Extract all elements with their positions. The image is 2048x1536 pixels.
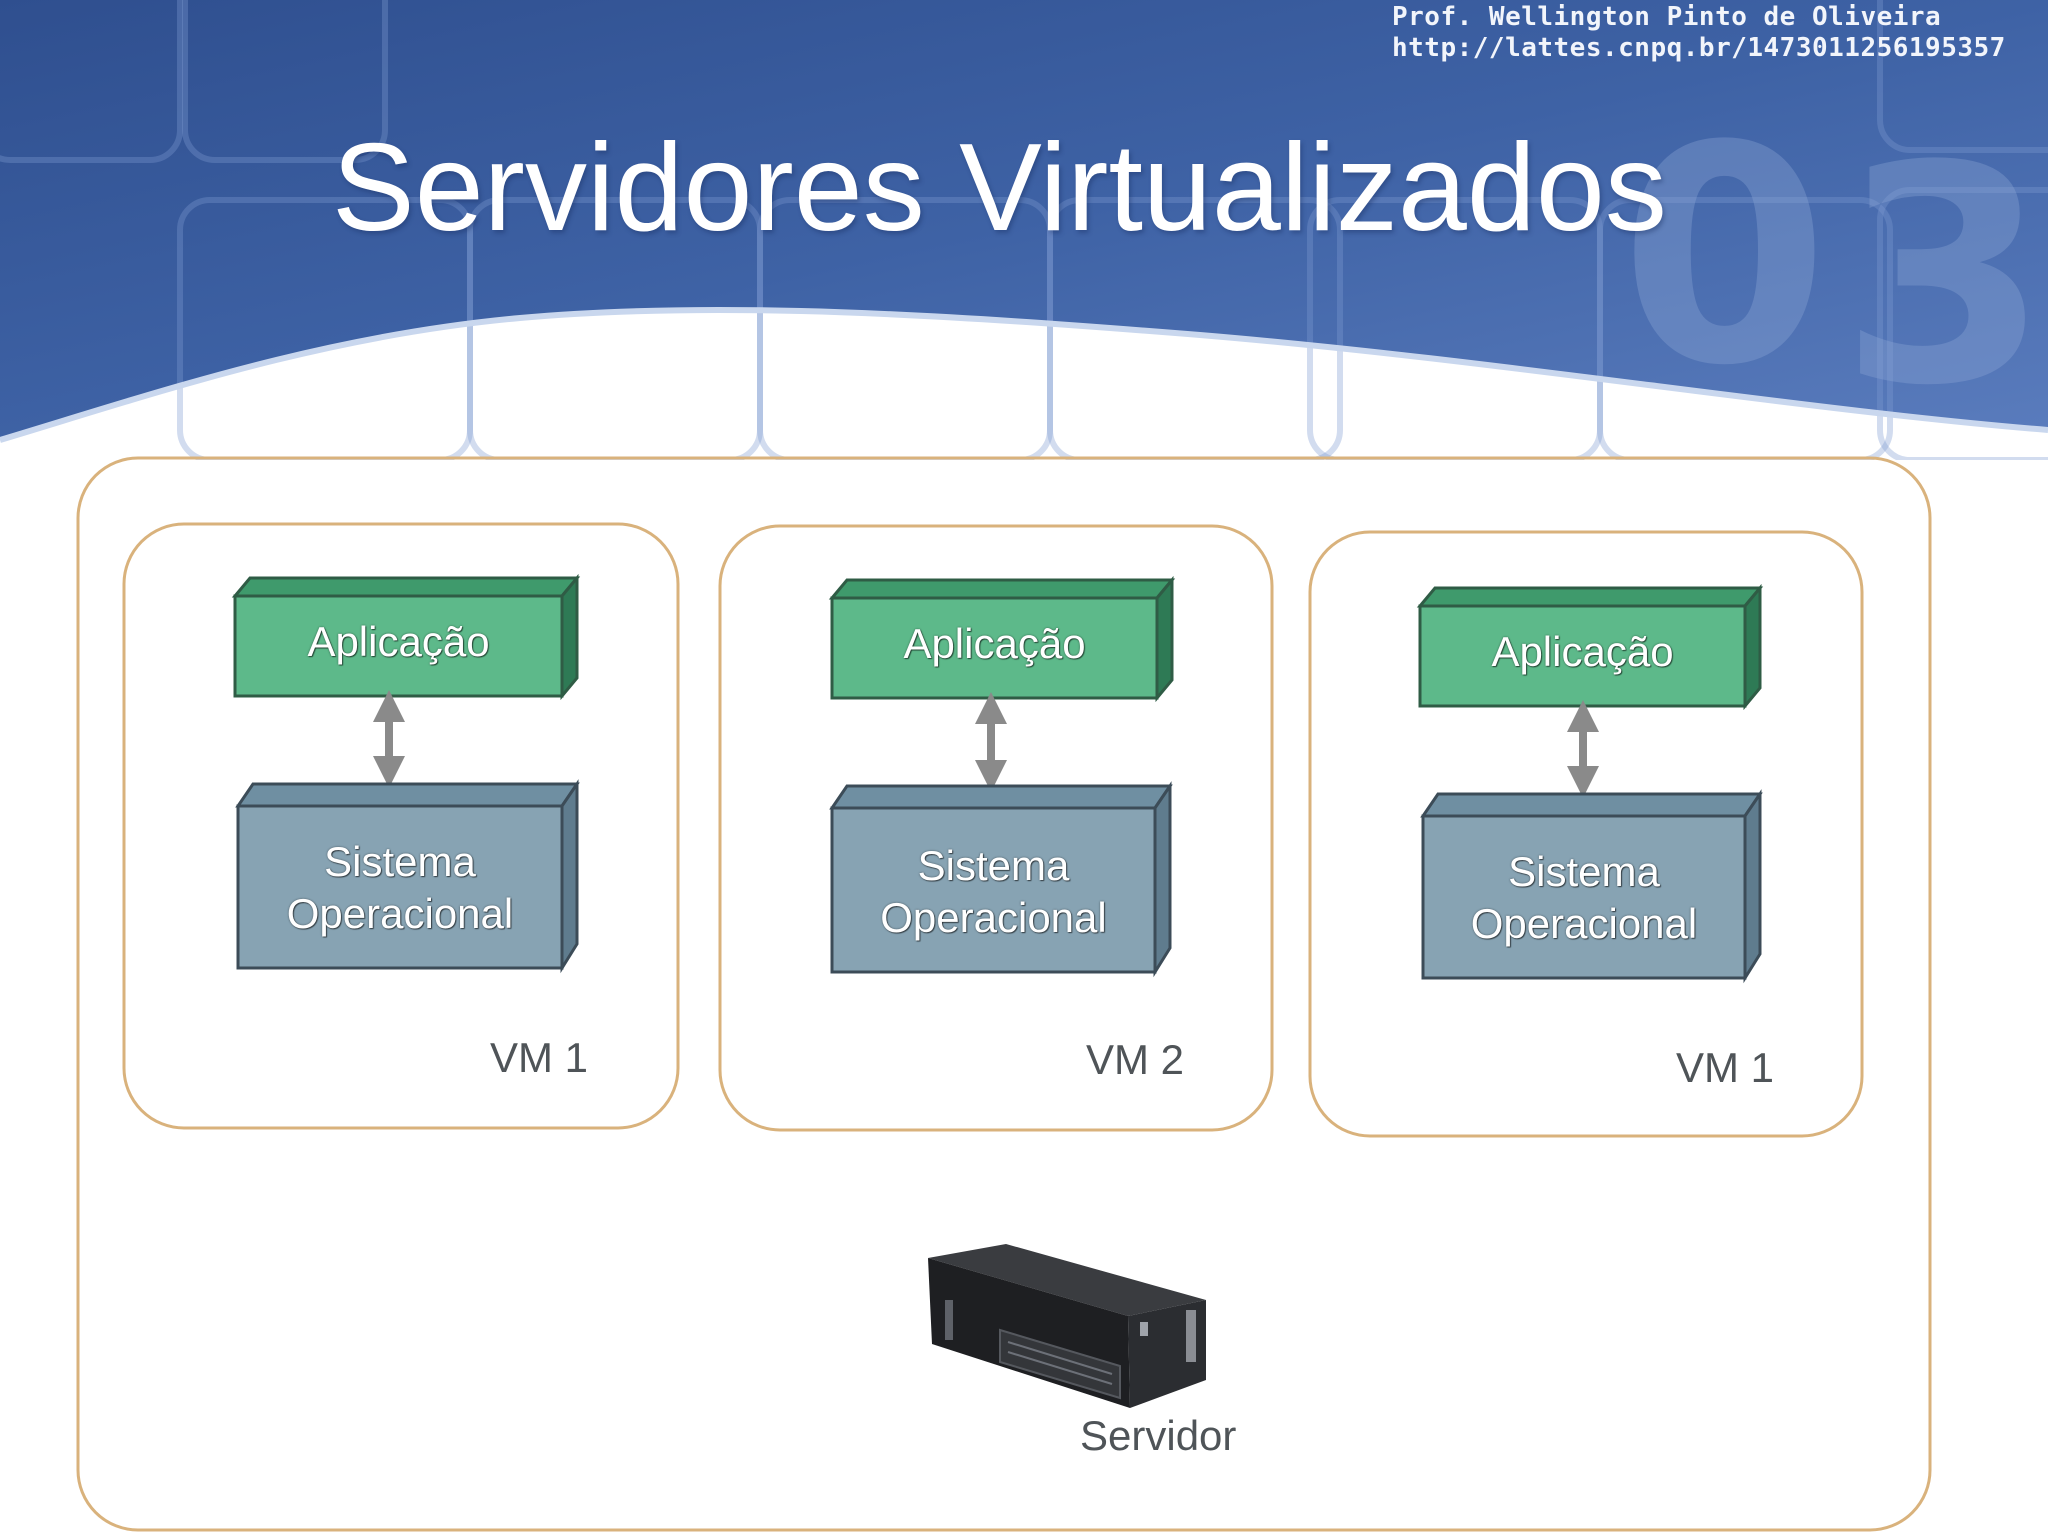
vm-label-3: VM 1 [1676,1044,1775,1091]
os-label-line1: Sistema [1508,848,1660,895]
app-label-2: Aplicação [903,620,1086,667]
author-url: http://lattes.cnpq.br/1473011256195357 [1392,33,2006,63]
os-label-line1: Sistema [917,842,1070,889]
os-label-3: Sistema Operacional [1423,846,1745,950]
header-banner: 0 3 Prof. Wellington Pinto de Oliveira h… [0,0,2048,460]
svg-text:0: 0 [1620,82,1829,431]
app-label-1: Aplicação [307,618,490,665]
os-box-3 [1420,789,1763,984]
server-label: Servidor [1080,1412,1237,1459]
os-box-2 [829,781,1173,978]
header-background: 0 3 [0,0,2048,460]
os-label-1: Sistema Operacional [238,836,562,940]
vm-label-1: VM 1 [490,1034,589,1081]
vm-frame-2 [718,524,1274,1132]
os-label-line1: Sistema [324,838,476,885]
author-name: Prof. Wellington Pinto de Oliveira [1392,2,1942,32]
os-label-line2: Operacional [880,894,1107,941]
author-info: Prof. Wellington Pinto de Oliveira http:… [1392,2,2006,64]
svg-text:3: 3 [1840,102,2048,451]
server-icon [928,1244,1206,1408]
server-frame [76,456,1932,1532]
app-label-3: Aplicação [1491,628,1674,675]
os-label-2: Sistema Operacional [832,840,1155,944]
app-box-1 [231,573,581,701]
app-box-3 [1416,583,1764,711]
vm-label-2: VM 2 [1086,1036,1185,1083]
vm-frame-3 [1308,530,1864,1138]
os-label-line2: Operacional [286,890,514,937]
page-title: Servidores Virtualizados [332,119,1667,257]
os-label-line2: Operacional [1470,900,1698,947]
vm-frame-1 [122,522,680,1130]
os-box-1 [235,779,580,974]
